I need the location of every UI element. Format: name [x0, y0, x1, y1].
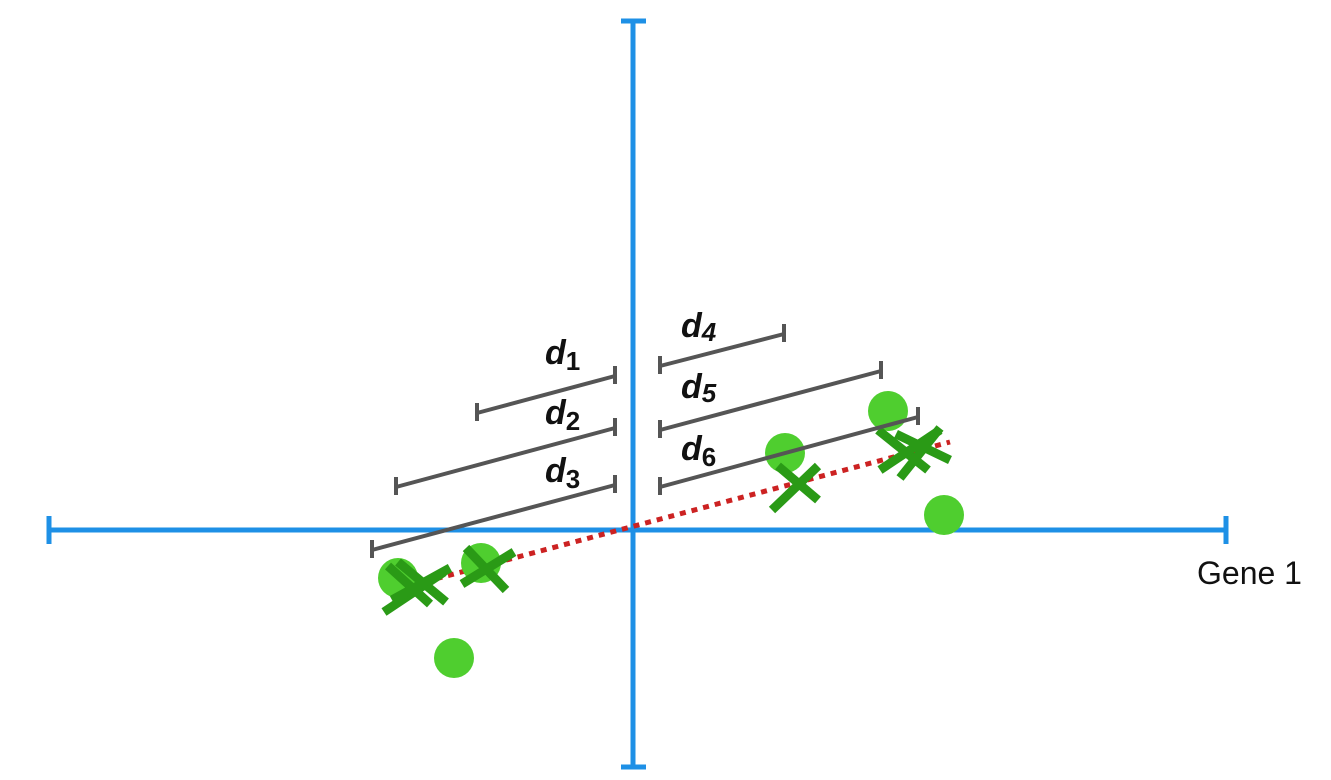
data-point	[924, 495, 964, 535]
label-d4: d4	[681, 307, 717, 347]
bracket-d3	[370, 475, 617, 558]
projected-points	[381, 425, 952, 616]
label-d6: d6	[681, 430, 716, 472]
projection-cross	[389, 558, 453, 606]
y-axis	[621, 18, 646, 770]
bracket-d4	[658, 324, 786, 374]
label-d3: d3	[545, 452, 580, 494]
bracket-d1	[475, 366, 617, 421]
data-point	[434, 638, 474, 678]
label-d2: d2	[545, 394, 580, 436]
label-d5: d5	[681, 368, 717, 408]
bracket-d2	[394, 418, 617, 495]
x-axis-label: Gene 1	[1197, 555, 1302, 591]
projection-cross	[459, 544, 517, 594]
bracket-d6	[658, 407, 920, 495]
projection-cross	[894, 425, 952, 481]
projection-cross	[768, 462, 822, 514]
label-d1: d1	[545, 334, 580, 376]
x-axis	[46, 516, 1229, 544]
bracket-d5	[658, 361, 883, 438]
